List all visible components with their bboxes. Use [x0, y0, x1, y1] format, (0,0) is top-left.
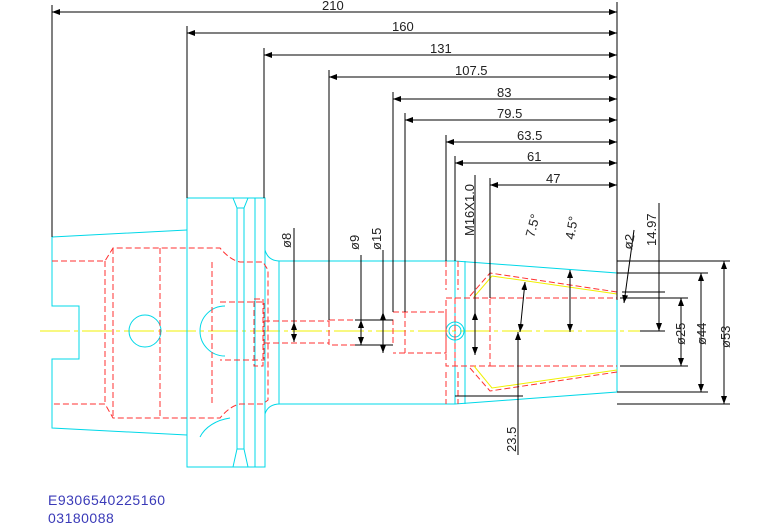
thread-label: M16X1.0	[462, 184, 477, 236]
hidden-lines	[52, 247, 618, 419]
dim-160: 160	[392, 19, 414, 34]
dim-63-5: 63.5	[517, 128, 542, 143]
dim-dia-8: ø8	[279, 233, 294, 248]
dim-83: 83	[497, 85, 511, 100]
dim-dia-15: ø15	[369, 228, 384, 250]
dim-dia-9: ø9	[347, 235, 362, 250]
dim-dia-44: ø44	[694, 323, 709, 345]
collet-annotations: M16X1.0 7.5° 4.5° 23.5	[455, 175, 581, 455]
dim-61: 61	[527, 149, 541, 164]
dim-79-5: 79.5	[497, 106, 522, 121]
dim-47: 47	[546, 171, 560, 186]
dim-23-5: 23.5	[504, 427, 519, 452]
bore-diameters: ø8 ø9 ø15	[279, 228, 393, 353]
dim-dia-25: ø25	[673, 323, 688, 345]
holder-outline	[51, 197, 618, 468]
outer-diameters: ø53 ø44 ø25 14.97 ø2	[617, 203, 733, 405]
dim-dia-53: ø53	[718, 326, 733, 348]
dim-131: 131	[430, 41, 452, 56]
dim-dia-2: ø2	[620, 233, 637, 251]
dim-14-97: 14.97	[644, 213, 659, 246]
angle-4-5: 4.5°	[562, 215, 581, 241]
length-dimensions: 210 160 131 107.5 83 79.5 63.5 61 47	[51, 0, 618, 320]
dim-210: 210	[322, 0, 344, 13]
angle-7-5: 7.5°	[522, 212, 543, 238]
part-number: E9306540225160	[48, 492, 166, 508]
dim-107-5: 107.5	[455, 63, 488, 78]
order-code: 03180088	[48, 510, 115, 523]
